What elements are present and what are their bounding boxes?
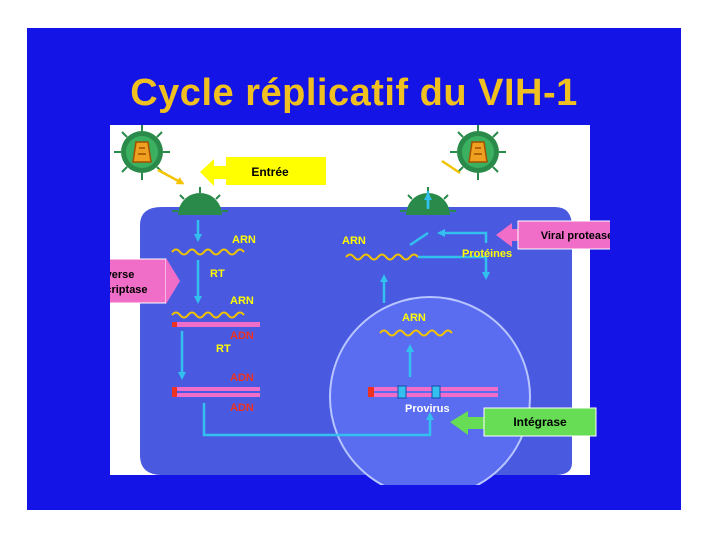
dna-strand-2 <box>172 387 260 391</box>
reverse-transcriptase-label-1: Reverse <box>110 269 134 281</box>
replication-diagram: Entrée ARN RT ARN ADN RT ADN ADN Reverse… <box>59 124 637 498</box>
virus-fusion-left <box>172 187 228 215</box>
dna-strand-3 <box>172 393 260 397</box>
adn-label-1: ADN <box>230 330 254 342</box>
integrase-box: Intégrase <box>450 407 597 437</box>
ltr-right <box>431 385 441 399</box>
translation-arrow <box>418 255 490 280</box>
rna-strand-1 <box>171 248 245 256</box>
reverse-transcriptase-box: Reverse transcriptase <box>59 258 180 304</box>
arn-label-2: ARN <box>230 295 254 307</box>
virus-particle-left <box>114 124 170 180</box>
entree-label: Entrée <box>251 165 289 179</box>
viral-protease-label: Viral protease <box>541 230 610 242</box>
proteines-label: Protéines <box>462 248 512 260</box>
exit-arrow <box>441 159 461 175</box>
entree-label-box: Entrée <box>200 157 326 186</box>
dna-strand-1 <box>172 322 260 327</box>
adn-label-3: ADN <box>230 402 254 414</box>
adn-label-2: ADN <box>230 372 254 384</box>
rna-strand-2 <box>171 311 245 319</box>
slide-title: Cycle réplicatif du VIH-1 <box>130 72 578 114</box>
arn-nucleus-label: ARN <box>402 312 426 324</box>
provirus-label: Provirus <box>405 403 450 415</box>
arn-label-1: ARN <box>232 234 256 246</box>
viral-protease-box: Viral protease <box>496 220 637 250</box>
rna-strand-nucleus <box>379 329 453 337</box>
ltr-left <box>397 385 407 399</box>
reverse-transcriptase-label-2: transcriptase <box>110 284 148 296</box>
integration-path <box>202 403 434 437</box>
rna-strand-right <box>345 253 419 261</box>
entry-arrow <box>157 168 185 185</box>
protein-assembly-arrow <box>437 229 488 243</box>
assembly-arrow <box>409 231 429 247</box>
integrase-label: Intégrase <box>513 415 567 429</box>
rt-label-1: RT <box>210 268 225 280</box>
arn-right-label: ARN <box>342 235 366 247</box>
rt-label-2: RT <box>216 343 231 355</box>
virus-particle-right <box>450 124 506 180</box>
